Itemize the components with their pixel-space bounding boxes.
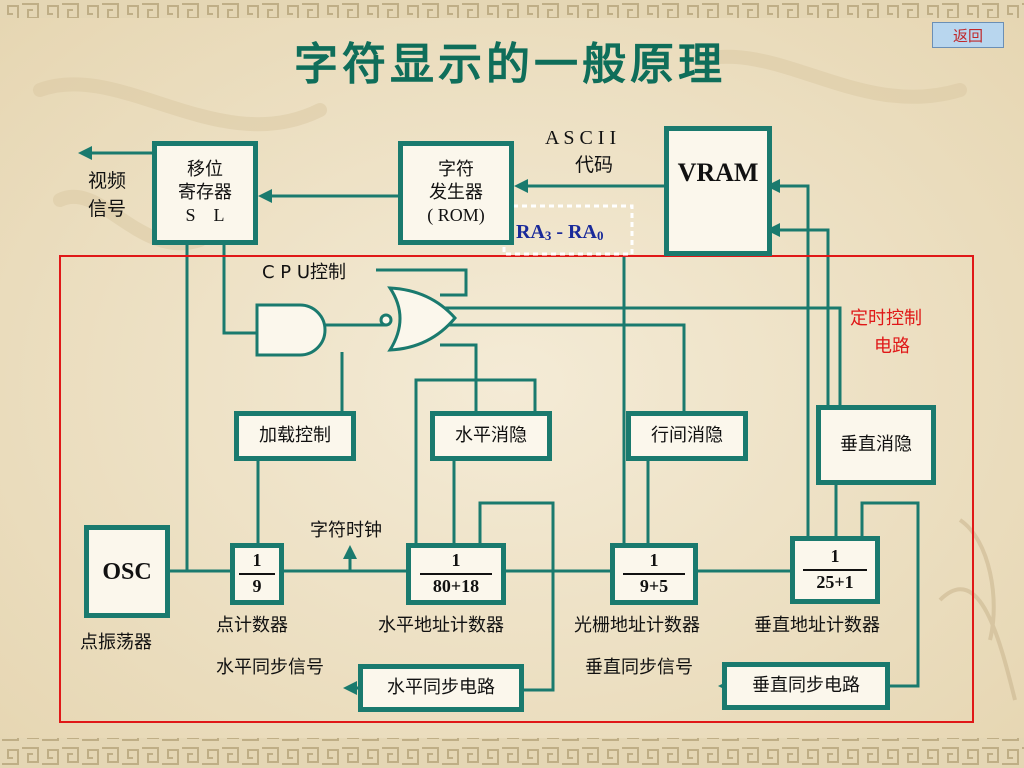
char-clock-label: 字符时钟 — [310, 520, 382, 541]
v-sync-circuit-label: 垂直同步电路 — [752, 674, 860, 696]
shift-register-block: 移位 寄存器 S L — [152, 141, 258, 245]
top-border — [0, 0, 1024, 18]
dot-oscillator-label: 点振荡器 — [80, 632, 152, 653]
back-button[interactable]: 返回 — [932, 22, 1004, 48]
or-gate — [387, 286, 457, 352]
timing-control-label-2: 电路 — [874, 336, 910, 357]
h-addr-counter-label: 水平地址计数器 — [378, 615, 504, 636]
ascii-label-2: 代码 — [575, 154, 614, 176]
video-signal-label: 视频 — [88, 170, 127, 192]
v-sync-circuit-block: 垂直同步电路 — [722, 662, 890, 710]
osc-block: OSC — [84, 525, 170, 618]
ra-bus-sub1: 3 — [544, 228, 552, 243]
char-generator-block: 字符 发生器 ( ROM) — [398, 141, 514, 245]
char-generator-line3: ( ROM) — [427, 205, 485, 226]
v-sync-signal-label: 垂直同步信号 — [585, 657, 693, 678]
raster-counter-block: 1 9+5 — [610, 543, 698, 605]
raster-counter-label: 光栅地址计数器 — [574, 615, 700, 636]
vram-label: VRAM — [677, 158, 759, 187]
v-addr-counter-den: 25+1 — [816, 572, 854, 592]
ra-bus-sep: - RA — [551, 221, 597, 243]
char-generator-line1: 字符 — [438, 159, 474, 181]
load-control-block: 加载控制 — [234, 411, 356, 461]
h-addr-counter-num: 1 — [451, 550, 461, 571]
ascii-label: A S C I I — [545, 127, 617, 149]
h-sync-circuit-block: 水平同步电路 — [358, 664, 524, 712]
v-blank-block: 垂直消隐 — [816, 405, 936, 485]
char-generator-line2: 发生器 — [429, 181, 483, 203]
dot-counter-num: 1 — [252, 550, 262, 571]
h-blank-label: 水平消隐 — [455, 424, 527, 446]
v-addr-counter-block: 1 25+1 — [790, 536, 880, 604]
timing-control-label: 定时控制 — [850, 308, 922, 329]
v-blank-label: 垂直消隐 — [840, 433, 912, 455]
row-blank-block: 行间消隐 — [626, 411, 748, 461]
ra-bus-prefix: RA — [516, 221, 545, 243]
shift-register-line2: 寄存器 — [178, 181, 232, 203]
ra-bus-label: RA3 - RA0 — [516, 220, 603, 244]
v-addr-counter-num: 1 — [830, 546, 840, 567]
dot-counter-block: 1 9 — [230, 543, 284, 605]
raster-counter-den: 9+5 — [639, 576, 669, 596]
page-title: 字符显示的一般原理 — [294, 39, 726, 90]
raster-counter-num: 1 — [649, 550, 659, 571]
h-addr-counter-block: 1 80+18 — [406, 543, 506, 605]
shift-register-line3: S L — [185, 205, 225, 226]
row-blank-label: 行间消隐 — [651, 424, 723, 446]
h-sync-signal-label: 水平同步信号 — [216, 657, 324, 678]
timing-control-frame — [59, 255, 974, 723]
h-sync-circuit-label: 水平同步电路 — [387, 676, 495, 698]
and-gate — [255, 303, 327, 357]
vram-block: VRAM — [664, 126, 772, 256]
h-blank-block: 水平消隐 — [430, 411, 552, 461]
load-control-label: 加载控制 — [259, 424, 331, 446]
osc-label: OSC — [102, 558, 152, 585]
dot-counter-den: 9 — [252, 576, 262, 596]
bottom-border — [0, 738, 1024, 768]
v-addr-counter-label: 垂直地址计数器 — [754, 615, 880, 636]
video-signal-label-2: 信号 — [88, 198, 127, 220]
h-addr-counter-den: 80+18 — [432, 576, 480, 596]
cpu-control-label: C P U控制 — [262, 262, 347, 283]
dot-counter-label: 点计数器 — [216, 615, 288, 636]
shift-register-line1: 移位 — [187, 159, 223, 181]
ra-bus-sub2: 0 — [596, 228, 604, 243]
